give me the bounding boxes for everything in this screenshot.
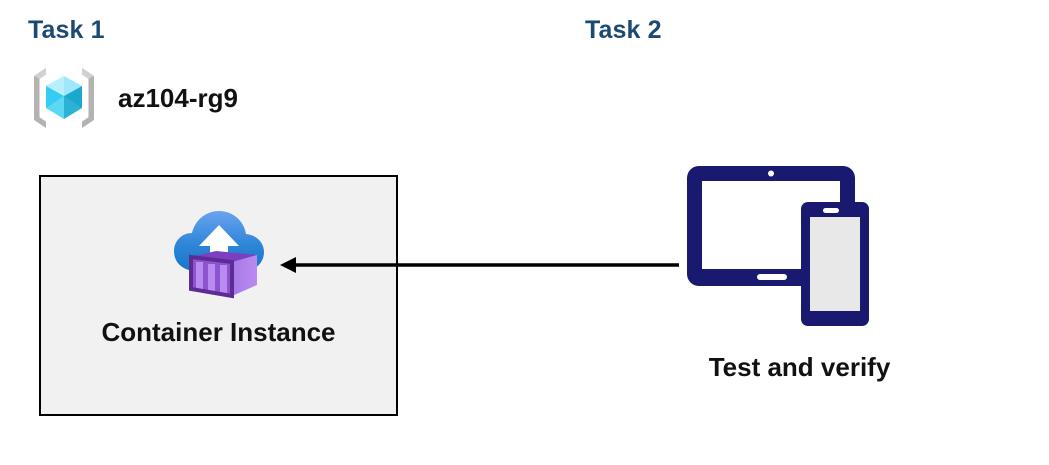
left-arrow-icon xyxy=(280,257,679,273)
task-2-heading: Task 2 xyxy=(585,16,662,44)
resource-group-row: az104-rg9 xyxy=(28,62,238,134)
azure-container-instance-icon xyxy=(173,211,264,299)
tablet-and-phone-icon xyxy=(687,166,869,326)
azure-resource-group-icon xyxy=(34,68,94,128)
task-2-panel xyxy=(0,459,489,465)
task-1-heading: Task 1 xyxy=(28,16,105,44)
resource-group-label: az104-rg9 xyxy=(118,82,238,113)
container-instance-card: Container Instance xyxy=(39,175,398,416)
container-instance-label: Container Instance xyxy=(101,317,336,347)
test-and-verify-label: Test and verify xyxy=(708,352,891,382)
